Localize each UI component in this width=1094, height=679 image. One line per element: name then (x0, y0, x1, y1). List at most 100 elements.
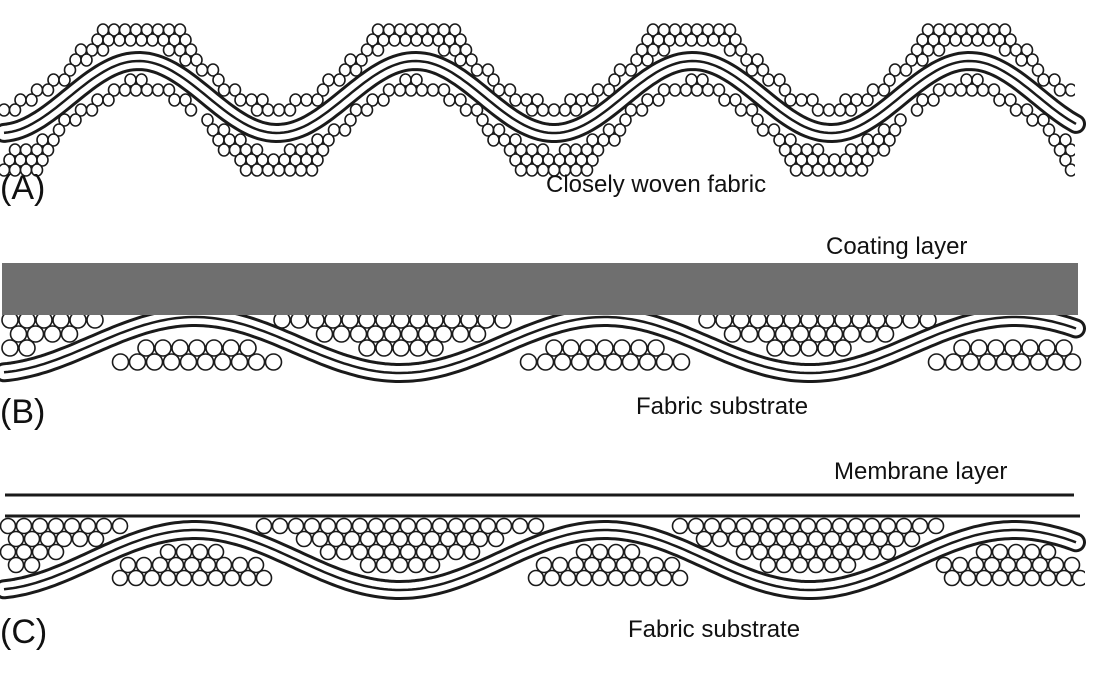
fiber-circle (1063, 353, 1082, 371)
fiber-circle (751, 517, 769, 535)
fiber-circle (303, 517, 321, 535)
fiber-circle (377, 93, 390, 107)
fiber-circle (447, 543, 465, 561)
fiber-circle (527, 569, 545, 587)
fiber-circle (26, 325, 45, 343)
panel-c-yarn (0, 520, 1086, 600)
fiber-circle (531, 93, 544, 107)
fiber-circle (399, 33, 412, 47)
fiber-circle (417, 325, 436, 343)
fiber-circle (519, 353, 538, 371)
fiber-circle (1004, 93, 1017, 107)
fiber-circle (360, 103, 374, 117)
fiber-circle (7, 530, 25, 548)
fiber-circle (975, 569, 993, 587)
fiber-circle (527, 517, 545, 535)
fiber-circle (184, 103, 198, 117)
fiber-circle (740, 325, 759, 343)
fiber-circle (707, 33, 720, 47)
fiber-circle (102, 93, 115, 107)
fiber-circle (167, 556, 185, 574)
fiber-circle (495, 517, 513, 535)
fiber-circle (47, 133, 60, 147)
fiber-circle (201, 113, 214, 127)
fiber-circle (509, 133, 522, 147)
fiber-circle (261, 103, 275, 117)
fiber-circle (333, 73, 346, 87)
fiber-circle (371, 43, 385, 57)
fiber-circle (223, 569, 241, 587)
fiber-circle (1048, 73, 1061, 87)
fiber-circle (635, 103, 649, 117)
fiber-circle (745, 103, 759, 117)
panel-a-tag: (A) (0, 169, 45, 207)
fiber-circle (861, 153, 874, 167)
fiber-circle (154, 339, 172, 357)
fiber-circle (207, 569, 225, 587)
fiber-circle (213, 353, 232, 371)
fiber-circle (784, 133, 797, 147)
fiber-circle (335, 543, 353, 561)
fiber-circle (228, 83, 242, 97)
fiber-circle (672, 353, 691, 371)
fiber-circle (727, 530, 745, 548)
fiber-circle (718, 93, 731, 107)
panel-c-tag: (C) (0, 613, 47, 651)
fiber-circle (961, 353, 980, 371)
fiber-circle (481, 63, 495, 77)
fiber-circle (305, 163, 319, 177)
fiber-circle (137, 339, 155, 357)
fiber-circle (15, 543, 33, 561)
fiber-circle (463, 517, 481, 535)
fiber-circle (514, 163, 528, 177)
fiber-circle (255, 517, 273, 535)
fiber-circle (619, 113, 632, 127)
fiber-circle (558, 103, 572, 117)
fiber-circle (217, 123, 231, 137)
fiber-circle (624, 63, 638, 77)
fiber-circle (1037, 113, 1050, 127)
fiber-circle (1023, 543, 1041, 561)
fiber-circle (638, 353, 657, 371)
fiber-circle (1026, 113, 1039, 127)
fiber-circle (375, 339, 393, 357)
fiber-circle (159, 543, 177, 561)
fiber-circle (43, 325, 62, 343)
fiber-circle (1064, 83, 1075, 97)
fiber-circle (833, 163, 847, 177)
fiber-circle (910, 103, 924, 117)
fiber-circle (811, 163, 825, 177)
panel-b-label: Fabric substrate (636, 393, 808, 420)
fiber-circle (455, 530, 473, 548)
fiber-circle (431, 517, 449, 535)
fiber-circle (434, 325, 453, 343)
fiber-circle (63, 517, 81, 535)
fiber-circle (162, 353, 181, 371)
fiber-circle (800, 163, 814, 177)
fiber-circle (815, 543, 833, 561)
fiber-circle (295, 530, 313, 548)
fiber-circle (367, 543, 385, 561)
fiber-circle (410, 33, 423, 47)
panel-a: (A) Closely woven fabric (0, 23, 1086, 207)
fiber-circle (927, 353, 946, 371)
fiber-circle (388, 33, 401, 47)
fiber-circle (111, 517, 129, 535)
fiber-circle (399, 543, 417, 561)
fiber-circle (234, 133, 247, 147)
fiber-circle (468, 325, 487, 343)
fiber-circle (349, 63, 363, 77)
fiber-circle (443, 93, 456, 107)
fiber-circle (525, 163, 539, 177)
fiber-circle (391, 556, 409, 574)
fiber-circle (239, 339, 257, 357)
fiber-circle (631, 556, 649, 574)
fiber-circle (808, 325, 827, 343)
panel-c: Membrane layer (C) Fabric substrate (0, 458, 1086, 651)
fiber-circle (822, 163, 836, 177)
fiber-circle (399, 517, 417, 535)
fiber-circle (734, 103, 748, 117)
fiber-circle (191, 569, 209, 587)
fiber-circle (294, 163, 308, 177)
